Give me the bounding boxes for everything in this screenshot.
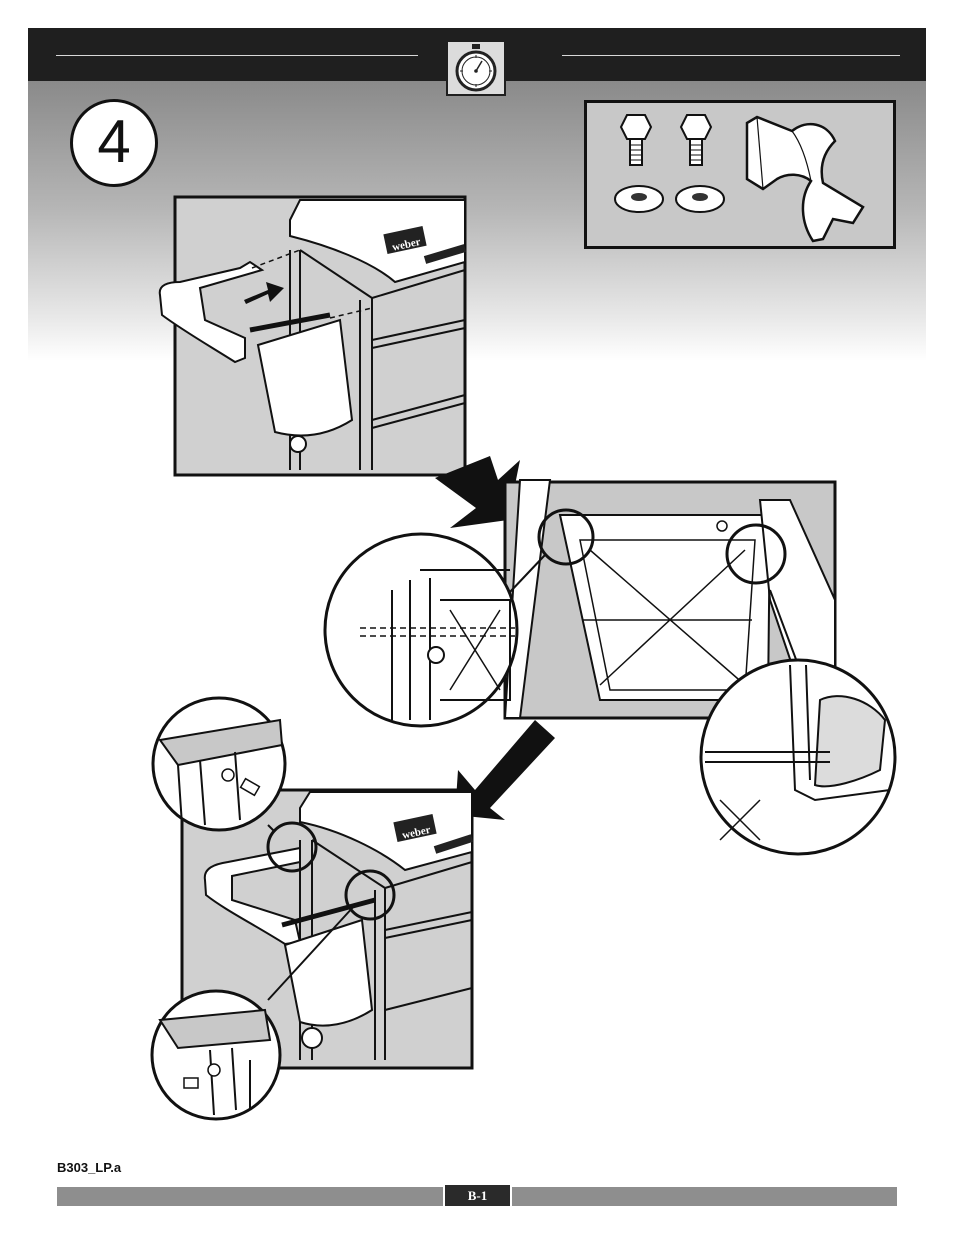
model-code-label: B303_LP.a: [57, 1160, 121, 1175]
footer-bar-right: [512, 1187, 897, 1206]
page-number: B-1: [445, 1185, 510, 1206]
panel-cart-before: weber: [160, 197, 465, 475]
footer-bar-left: [57, 1187, 443, 1206]
zoom-detail-bolt-upper: [153, 698, 285, 832]
assembly-illustration: weber: [0, 0, 954, 1140]
